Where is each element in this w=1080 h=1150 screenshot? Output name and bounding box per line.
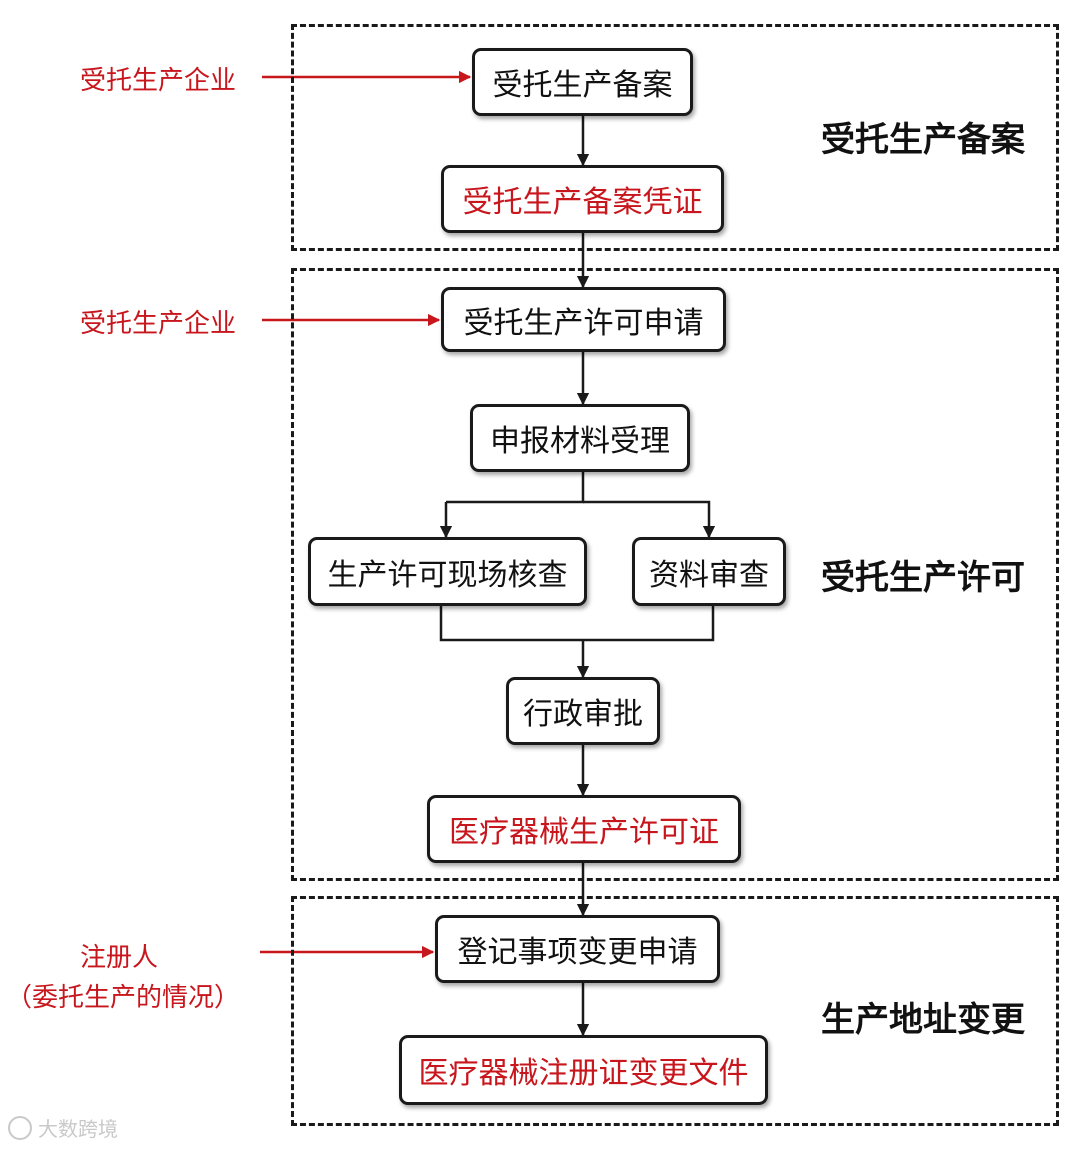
actor-entrusted-enterprise-1: 受托生产企业 — [80, 66, 237, 96]
section-title-filing: 受托生产备案 — [821, 120, 1025, 160]
node-production-license: 医疗器械生产许可证 — [427, 795, 741, 863]
section-address-change-group — [291, 896, 1059, 1126]
actor-registrant-note: （委托生产的情况） — [6, 983, 241, 1013]
node-change-document: 医疗器械注册证变更文件 — [399, 1035, 768, 1105]
actor-entrusted-enterprise-2: 受托生产企业 — [80, 309, 237, 339]
merge-connector — [439, 606, 715, 642]
actor-registrant: 注册人 — [80, 943, 159, 973]
split-connector-right — [583, 500, 716, 539]
node-admin-approval: 行政审批 — [506, 677, 660, 745]
node-filing-application: 受托生产备案 — [472, 48, 693, 116]
node-filing-certificate: 受托生产备案凭证 — [441, 165, 724, 233]
node-change-application: 登记事项变更申请 — [435, 915, 720, 983]
node-material-acceptance: 申报材料受理 — [470, 404, 690, 472]
section-license-group — [291, 268, 1059, 881]
node-site-inspection: 生产许可现场核查 — [308, 537, 587, 606]
node-document-review: 资料审查 — [632, 537, 786, 606]
section-title-address-change: 生产地址变更 — [821, 1000, 1025, 1040]
section-filing-group — [291, 24, 1059, 251]
watermark-logo-icon — [8, 1115, 32, 1140]
node-license-application: 受托生产许可申请 — [441, 287, 726, 352]
section-title-license: 受托生产许可 — [821, 558, 1025, 598]
watermark-text: 大数跨境 — [38, 1117, 118, 1141]
watermark: 大数跨境 — [8, 1113, 118, 1142]
